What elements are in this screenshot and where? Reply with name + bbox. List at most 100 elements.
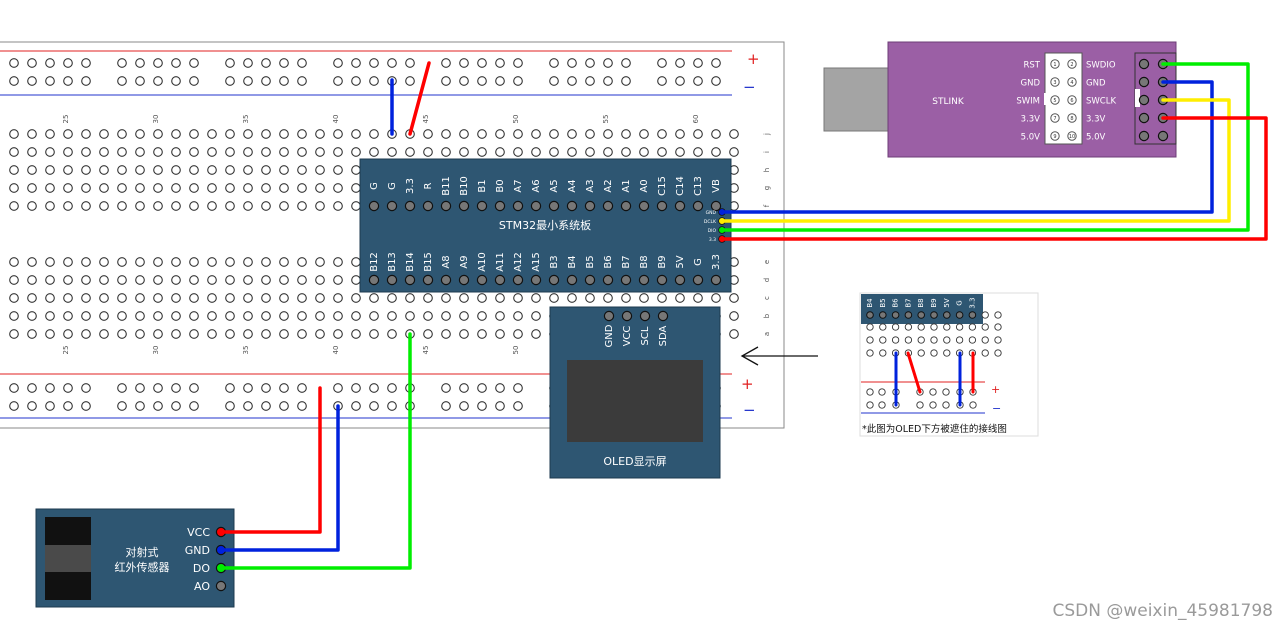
rail-hole — [279, 58, 289, 68]
stm32-bottom-pin — [530, 274, 542, 286]
breadboard-hole — [207, 129, 217, 139]
breadboard-hole — [333, 165, 343, 175]
breadboard-hole — [261, 147, 271, 157]
rail-hole — [81, 401, 91, 411]
breadboard-hole — [153, 147, 163, 157]
stm32-top-pin-label: B1 — [477, 179, 488, 192]
breadboard-hole — [81, 147, 91, 157]
breadboard-hole — [441, 311, 451, 321]
inset-hole — [904, 323, 913, 331]
breadboard-hole — [153, 275, 163, 285]
breadboard-hole — [207, 147, 217, 157]
stlink-header-pin — [1138, 58, 1150, 70]
breadboard-hole — [315, 147, 325, 157]
breadboard-hole — [171, 183, 181, 193]
breadboard-hole — [27, 311, 37, 321]
inset-rail-hole — [878, 401, 886, 409]
rail-hole — [81, 76, 91, 86]
breadboard-hole — [45, 165, 55, 175]
breadboard-hole — [63, 329, 73, 339]
stm32-top-pin-label: 3.3 — [405, 178, 416, 194]
ir-title-line2: 红外传感器 — [115, 561, 170, 574]
rail-hole — [369, 58, 379, 68]
breadboard-hole — [153, 201, 163, 211]
rail-hole — [333, 58, 343, 68]
breadboard-hole — [261, 275, 271, 285]
inset-pin-label: G — [956, 300, 964, 305]
stm32-bottom-pin-label: G — [693, 258, 704, 266]
breadboard-hole — [9, 257, 19, 267]
inset-pin-label: B6 — [892, 298, 900, 308]
stm32-bottom-pin-label: A15 — [531, 252, 542, 272]
stm32-top-pin — [710, 200, 722, 212]
breadboard-hole — [351, 329, 361, 339]
stlink-pin-number: 2 — [1070, 62, 1073, 68]
rail-hole — [477, 383, 487, 393]
breadboard-hole — [189, 201, 199, 211]
breadboard-hole — [477, 293, 487, 303]
breadboard-hole — [711, 293, 721, 303]
stlink-right-label: 3.3V — [1086, 115, 1106, 125]
breadboard-hole — [45, 275, 55, 285]
breadboard-hole — [531, 329, 541, 339]
column-number: 40 — [332, 115, 340, 124]
stlink-left-label: 5.0V — [1021, 133, 1041, 143]
breadboard-hole — [63, 165, 73, 175]
rail-hole — [693, 76, 703, 86]
breadboard-hole — [351, 165, 361, 175]
breadboard-hole — [45, 201, 55, 211]
breadboard-hole — [81, 257, 91, 267]
rail-hole — [369, 383, 379, 393]
rail-hole — [27, 401, 37, 411]
rail-hole — [117, 58, 127, 68]
breadboard-hole — [27, 329, 37, 339]
stm32-top-pin — [494, 200, 506, 212]
breadboard-hole — [135, 275, 145, 285]
stlink-right-label: GND — [1086, 79, 1106, 89]
wire-red-rail-3v3 — [408, 61, 431, 136]
stm32-bottom-pin — [458, 274, 470, 286]
stm32-top-pin — [638, 200, 650, 212]
breadboard-hole — [63, 183, 73, 193]
stlink-pin-number: 5 — [1053, 98, 1056, 104]
rail-hole — [135, 401, 145, 411]
stm32-top-pin — [656, 200, 668, 212]
ir-pin-label: DO — [193, 562, 210, 575]
stlink-left-label: SWIM — [1016, 97, 1040, 107]
breadboard-hole — [207, 165, 217, 175]
breadboard-hole — [9, 293, 19, 303]
breadboard-hole — [279, 129, 289, 139]
rail-hole — [459, 76, 469, 86]
stm32-top-pin-label: A0 — [639, 179, 650, 192]
rail-hole — [657, 76, 667, 86]
rail-hole — [351, 383, 361, 393]
breadboard-hole — [117, 329, 127, 339]
breadboard-hole — [279, 275, 289, 285]
stm32-bottom-pin-label: B6 — [603, 255, 614, 268]
rail-hole — [261, 383, 271, 393]
column-number: 30 — [152, 115, 160, 124]
rail-hole — [9, 383, 19, 393]
rail-hole — [45, 401, 55, 411]
breadboard-hole — [549, 147, 559, 157]
rail-hole — [225, 401, 235, 411]
stm32-top-pin — [548, 200, 560, 212]
rail-hole — [549, 76, 559, 86]
rail-hole — [153, 401, 163, 411]
breadboard-hole — [99, 129, 109, 139]
breadboard-hole — [441, 147, 451, 157]
breadboard-hole — [675, 293, 685, 303]
stm32-top-pin — [368, 200, 380, 212]
breadboard-hole — [351, 311, 361, 321]
row-letter: d — [763, 278, 771, 282]
inset-hole — [866, 323, 874, 331]
rail-hole — [459, 58, 469, 68]
inset-plus: + — [991, 383, 1000, 396]
breadboard-hole — [333, 201, 343, 211]
row-letter: i — [763, 151, 771, 153]
breadboard-hole — [99, 183, 109, 193]
breadboard-hole — [297, 147, 307, 157]
breadboard-hole — [423, 129, 433, 139]
